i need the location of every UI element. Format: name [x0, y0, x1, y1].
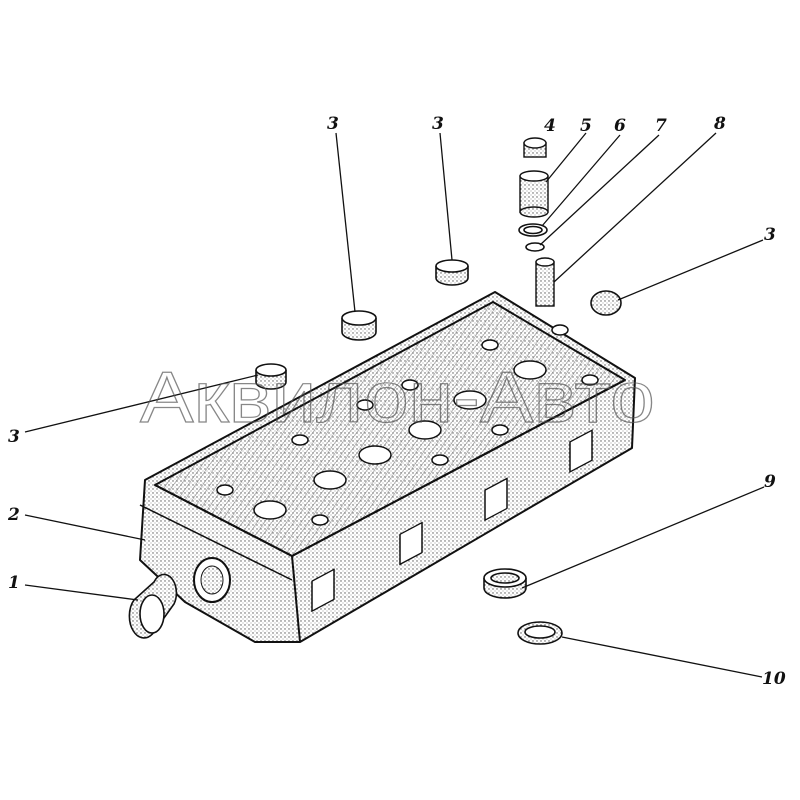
- part-10-ring: [517, 621, 563, 645]
- callout-3: 3: [432, 114, 444, 134]
- leader-lines: [24, 132, 765, 678]
- cylinder-head: [139, 291, 636, 643]
- callout-2: 2: [7, 505, 20, 525]
- callout-8: 8: [713, 114, 726, 134]
- part-4-cap: [523, 137, 547, 158]
- callout-3: 3: [764, 225, 776, 245]
- part-8-tube: [535, 257, 555, 307]
- part-3-right: [590, 290, 622, 316]
- part-1-plug: [128, 573, 178, 639]
- part-3-left: [255, 363, 287, 390]
- callout-7: 7: [655, 116, 667, 136]
- part-9-seal: [483, 568, 527, 599]
- callout-1: 1: [8, 573, 20, 593]
- callout-5: 5: [580, 116, 592, 136]
- part-3-top-left: [341, 310, 377, 341]
- part-6-ring: [518, 223, 548, 237]
- callout-10: 10: [762, 669, 786, 689]
- watermark: Аквилон-Авто: [140, 358, 655, 438]
- callout-3: 3: [327, 114, 339, 134]
- callout-9: 9: [764, 472, 776, 492]
- part-7-washer: [525, 242, 545, 252]
- part-5-sleeve: [519, 170, 549, 218]
- part-3-top-mid: [435, 259, 469, 286]
- callout-3: 3: [8, 427, 20, 447]
- callout-6: 6: [614, 116, 626, 136]
- callout-4: 4: [544, 116, 556, 136]
